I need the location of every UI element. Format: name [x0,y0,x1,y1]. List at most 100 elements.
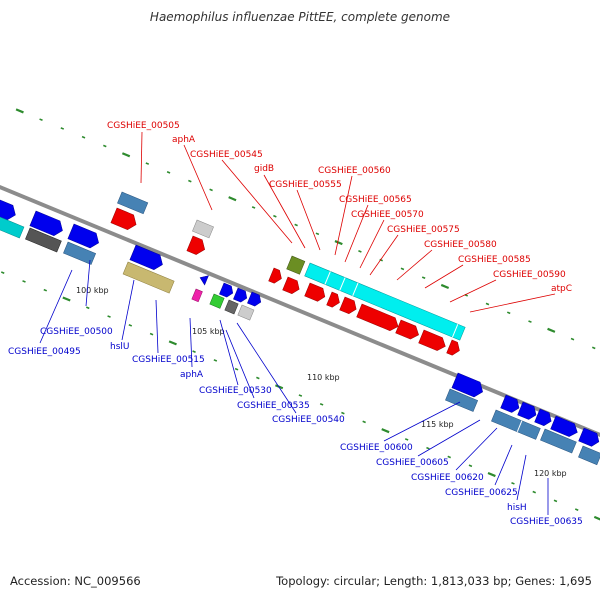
gene-label: CGSHiEE_00580 [424,240,497,250]
tick-mark [468,464,473,468]
gene-arrow [517,401,537,420]
kbp-label: 100 kbp [76,286,109,295]
gene-arrow [500,394,520,413]
gene-label: CGSHiEE_00560 [318,166,391,176]
tick-mark [145,162,150,165]
lower-strand-genes [0,216,600,466]
gene-arrow [67,223,99,249]
tick-mark [570,337,575,341]
tick-mark [213,359,218,362]
tick-mark [86,306,90,310]
top-leader-lines [140,131,556,313]
figure-title: Haemophilus influenzae PittEE, complete … [149,10,451,24]
tick-mark [128,323,133,327]
tick-mark [188,179,192,183]
gene-label: CGSHiEE_00625 [445,488,518,498]
tick-mark [298,394,303,397]
tick-mark [547,327,556,333]
gene-box [117,191,149,215]
gene-label: CGSHiEE_00495 [8,347,81,357]
tick-mark [379,258,383,262]
tick-mark [315,232,320,236]
tick-mark [81,135,86,139]
tick-marks [0,108,600,521]
gene-arrow [418,329,446,351]
tick-mark [62,296,71,302]
tick-mark [234,367,239,371]
topology-text: Topology: circular; Length: 1,813,033 bp… [276,574,592,588]
gene-box [445,388,479,412]
gene-label: CGSHiEE_00545 [190,150,263,160]
tick-mark [15,108,24,114]
kbp-label: 120 kbp [534,469,567,478]
gene-label: CGSHiEE_00555 [269,180,342,190]
tick-mark [381,428,390,434]
tick-mark [591,346,596,350]
gene-arrow [446,339,460,356]
gene-label: CGSHiEE_00530 [199,386,272,396]
tick-mark [440,283,450,290]
gene-box [491,409,541,440]
gene-label: CGSHiEE_00605 [376,458,449,468]
tick-mark [256,376,260,380]
gene-arrow [29,210,63,237]
gene-label: hslU [110,342,129,352]
gene-label: CGSHiEE_00570 [351,210,424,220]
gene-box [122,261,175,294]
gene-arrow [110,207,137,230]
tick-mark [593,515,600,521]
gene-arrow [304,282,326,302]
gene-label: CGSHiEE_00500 [40,327,113,337]
gene-box [578,445,600,466]
gene-box [286,255,306,275]
accession-text: Accession: NC_009566 [10,574,141,588]
gene-box [209,293,225,309]
tick-mark [166,170,171,174]
gene-label: CGSHiEE_00515 [132,355,205,365]
gene-arrow [268,267,282,284]
tick-mark [553,499,558,503]
tick-mark [574,508,579,512]
gene-label: CGSHiEE_00565 [339,195,412,205]
kbp-label: 110 kbp [307,373,340,382]
tick-mark [103,144,107,148]
gene-label: gidB [254,164,274,174]
gene-label: aphA [180,370,204,380]
gene-label: CGSHiEE_00505 [107,121,180,131]
gene-label: hisH [507,503,527,513]
gene-label: CGSHiEE_00620 [411,473,484,483]
gene-label: CGSHiEE_00540 [272,415,345,425]
gene-label: atpC [551,284,572,294]
gene-arrow [199,275,209,286]
gene-box [25,227,62,253]
tick-mark [22,280,26,283]
tick-mark [511,481,515,485]
tick-mark [43,288,48,292]
gene-arrow [395,319,419,340]
tick-mark [447,455,451,459]
tick-mark [149,332,154,336]
gene-arrow [451,372,483,398]
gene-label: CGSHiEE_00590 [493,270,566,280]
gene-arrow [282,276,300,295]
tick-mark [251,206,256,209]
tick-mark [404,438,409,441]
gene-arrow [247,291,262,307]
top-gene-labels: CGSHiEE_00505 aphA CGSHiEE_00545 gidB CG… [107,121,572,294]
gene-label: CGSHiEE_00600 [340,443,413,453]
gene-arrow [0,199,16,221]
kbp-label: 115 kbp [421,420,454,429]
gene-label: CGSHiEE_00575 [387,225,460,235]
tick-mark [0,271,5,275]
tick-mark [209,188,213,192]
tick-mark [362,420,366,424]
gene-arrow [356,303,399,331]
gene-label: CGSHiEE_00635 [510,517,583,527]
gene-arrow [339,296,357,315]
tick-mark [485,302,490,306]
gene-arrow [326,291,340,308]
tick-mark [506,311,511,315]
tick-mark [319,402,324,406]
